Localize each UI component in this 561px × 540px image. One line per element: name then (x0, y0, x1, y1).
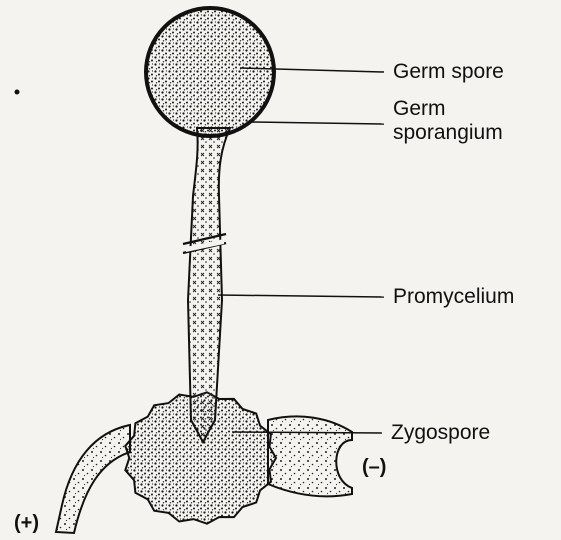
leader-promycelium (218, 295, 384, 297)
germ-sporangium-head (146, 8, 274, 136)
label-zygospore: Zygospore (391, 421, 490, 444)
label-germ-sporangium-line2: sporangium (393, 121, 503, 144)
plus-hypha (56, 425, 130, 533)
label-germ-sporangium-line1: Germ (393, 97, 446, 120)
leader-germ-sporangium (250, 122, 384, 124)
minus-hypha (268, 416, 352, 496)
label-germ-spore: Germ spore (393, 60, 504, 83)
promycelium-stalk (183, 128, 230, 442)
label-promycelium: Promycelium (393, 285, 514, 308)
leader-zygospore (232, 432, 382, 433)
plus-strain-label: (+) (14, 512, 39, 535)
stray-dot (15, 90, 20, 95)
minus-strain-label: (–) (362, 456, 386, 479)
